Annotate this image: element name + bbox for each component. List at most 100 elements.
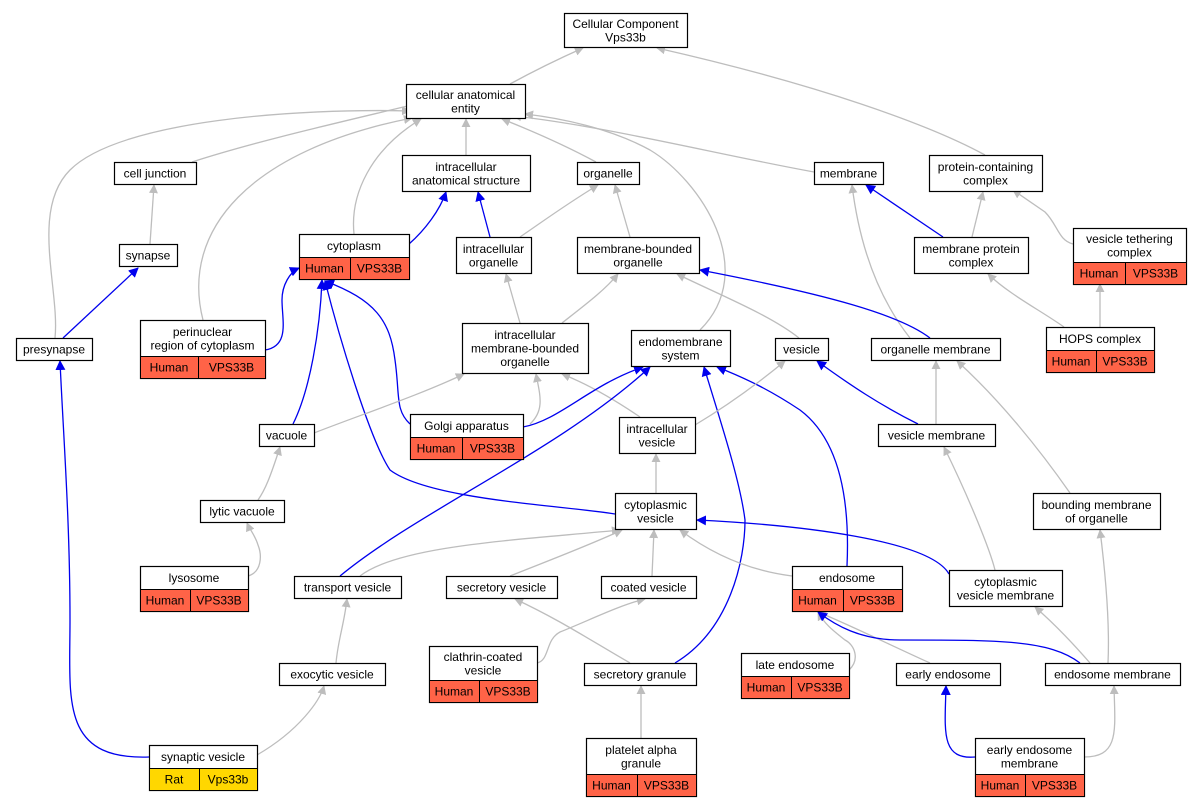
edge-vacuole-to-cytoplasm	[292, 279, 327, 425]
node-label: vesicle	[465, 663, 502, 677]
edge-transport_vesicle-to-endomembrane	[339, 366, 651, 577]
node-label: vesicle membrane	[957, 588, 1055, 602]
node-label: late endosome	[756, 658, 835, 672]
node-box	[113, 161, 198, 186]
node-ves-membrane[interactable]: vesicle membrane	[877, 423, 997, 448]
node-label: exocytic vesicle	[290, 668, 374, 682]
edge-endomembrane-to-cae	[524, 110, 726, 331]
node-exocytic-vesicle[interactable]: exocytic vesicle	[278, 662, 387, 687]
node-label: vesicle tethering	[1086, 232, 1173, 246]
node-organelle[interactable]: organelle	[576, 161, 641, 186]
node-label: intracellular	[494, 328, 555, 342]
node-label: organelle	[469, 255, 519, 269]
gene-cell	[199, 768, 258, 791]
node-label: granule	[621, 756, 661, 770]
node-synapse[interactable]: synapse	[118, 243, 179, 268]
node-label: system	[661, 348, 699, 362]
node-box	[563, 12, 689, 49]
edge-vesicle-to-mbo	[676, 273, 800, 339]
gene-label: VPS33B	[1102, 355, 1147, 369]
gene-label: VPS33B	[196, 594, 241, 608]
node-label: vesicle	[639, 435, 676, 449]
node-label: clathrin-coated	[444, 650, 523, 664]
edge-bmo-to-org_membrane	[956, 360, 1071, 494]
node-endosome-membrane[interactable]: endosome membrane	[1044, 662, 1182, 687]
node-box	[774, 337, 830, 362]
node-box	[583, 662, 698, 687]
edge-perinuclear-to-cae	[198, 115, 413, 321]
node-cell-junction[interactable]: cell junction	[113, 161, 198, 186]
gene-cell	[462, 437, 524, 460]
node-label: perinuclear	[173, 325, 232, 339]
edge-synapse-to-cell_junction	[148, 184, 158, 245]
node-label: intracellular	[435, 160, 496, 174]
edge-hops-to-mpc	[987, 273, 1065, 328]
edge-cell_junction-to-cae	[191, 100, 421, 163]
node-secretory-granule[interactable]: secretory granule	[583, 662, 698, 687]
node-label: lysosome	[169, 571, 220, 585]
edge-imbo-to-io	[503, 273, 521, 324]
node-label: endosome	[819, 571, 875, 585]
gene-label: VPS33B	[470, 442, 515, 456]
edge-cae-to-root	[509, 47, 584, 85]
node-coated-vesicle[interactable]: coated vesicle	[600, 575, 698, 600]
node-box	[1032, 492, 1162, 531]
node-presynapse[interactable]: presynapse	[15, 337, 94, 362]
edge-perinuclear-to-cytoplasm	[264, 267, 300, 351]
edge-early_endosome-to-endosome	[817, 610, 931, 664]
node-secretory-vesicle[interactable]: secretory vesicle	[445, 575, 559, 600]
node-membrane[interactable]: membrane	[813, 161, 885, 186]
node-lytic-vacuole[interactable]: lytic vacuole	[199, 499, 286, 524]
gene-label: Vps33b	[208, 773, 249, 787]
node-transport-vesicle[interactable]: transport vesicle	[293, 575, 403, 600]
edge-golgi-to-imbo	[529, 373, 542, 425]
gene-cell	[637, 774, 697, 797]
node-box	[614, 492, 698, 531]
edge-synaptic_vesicle-to-exocytic_vesicle	[256, 685, 327, 756]
gene-cell	[1125, 262, 1187, 285]
species-label: Human	[981, 779, 1020, 793]
node-box	[1044, 662, 1182, 687]
node-vesicle[interactable]: vesicle	[774, 337, 830, 362]
node-box	[618, 416, 697, 455]
edges-layer	[48, 45, 1119, 758]
node-box	[877, 423, 997, 448]
edge-cyto_vesicle-to-cytoplasm	[322, 280, 616, 515]
node-label: organelle membrane	[880, 343, 990, 357]
species-label: Human	[798, 594, 837, 608]
node-org-membrane[interactable]: organelle membrane	[870, 337, 1002, 362]
edge-exocytic_vesicle-to-transport_vesicle	[335, 598, 351, 664]
node-label: Vps33b	[605, 30, 646, 44]
edge-io-to-ias	[475, 191, 491, 238]
species-label: Human	[592, 779, 631, 793]
edge-secretory_granule-to-secretory_vesicle	[514, 598, 631, 664]
node-early-endosome[interactable]: early endosome	[895, 662, 1002, 687]
node-vacuole[interactable]: vacuole	[258, 423, 316, 448]
